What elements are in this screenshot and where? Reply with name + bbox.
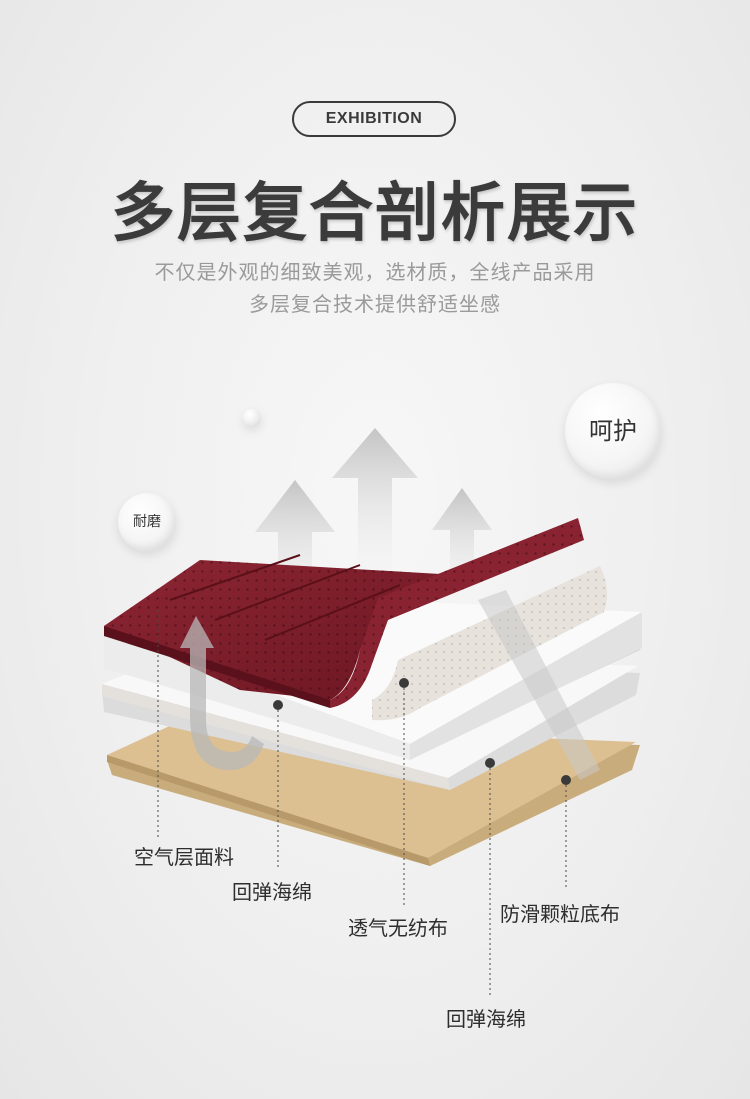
page-title: 多层复合剖析展示: [111, 177, 639, 251]
bubble-wear-resistant: 耐磨: [118, 493, 176, 551]
label-anti-slip-base: 防滑颗粒底布: [500, 902, 620, 926]
leader-dot: [561, 775, 571, 785]
leader-dot: [273, 700, 283, 710]
nonwoven-curl-layer: [372, 566, 608, 721]
leader-dot: [485, 758, 495, 768]
subtitle-line-2: 多层复合技术提供舒适坐感: [249, 292, 501, 316]
up-arrow-icon: [432, 488, 492, 590]
slash-arrow-icon: [478, 590, 600, 780]
bubble-decor: [243, 409, 261, 427]
subtitle-line-1: 不仅是外观的细致美观，选材质，全线产品采用: [154, 260, 596, 284]
leather-top-layer: [104, 518, 584, 708]
up-arrow-icon: [332, 428, 418, 570]
bubble-protect: 呵护: [565, 383, 661, 479]
up-arrow-icon: [255, 480, 335, 600]
label-rebound-sponge-1: 回弹海绵: [232, 880, 312, 904]
leader-dot: [399, 678, 409, 688]
curved-arrow-icon: [180, 616, 264, 770]
label-air-fabric: 空气层面料: [134, 845, 234, 869]
label-breathable-nonwoven: 透气无纺布: [348, 916, 448, 940]
leader-lines: [157, 610, 567, 998]
label-rebound-sponge-2: 回弹海绵: [446, 1007, 526, 1031]
exhibition-badge: EXHIBITION: [292, 101, 456, 137]
